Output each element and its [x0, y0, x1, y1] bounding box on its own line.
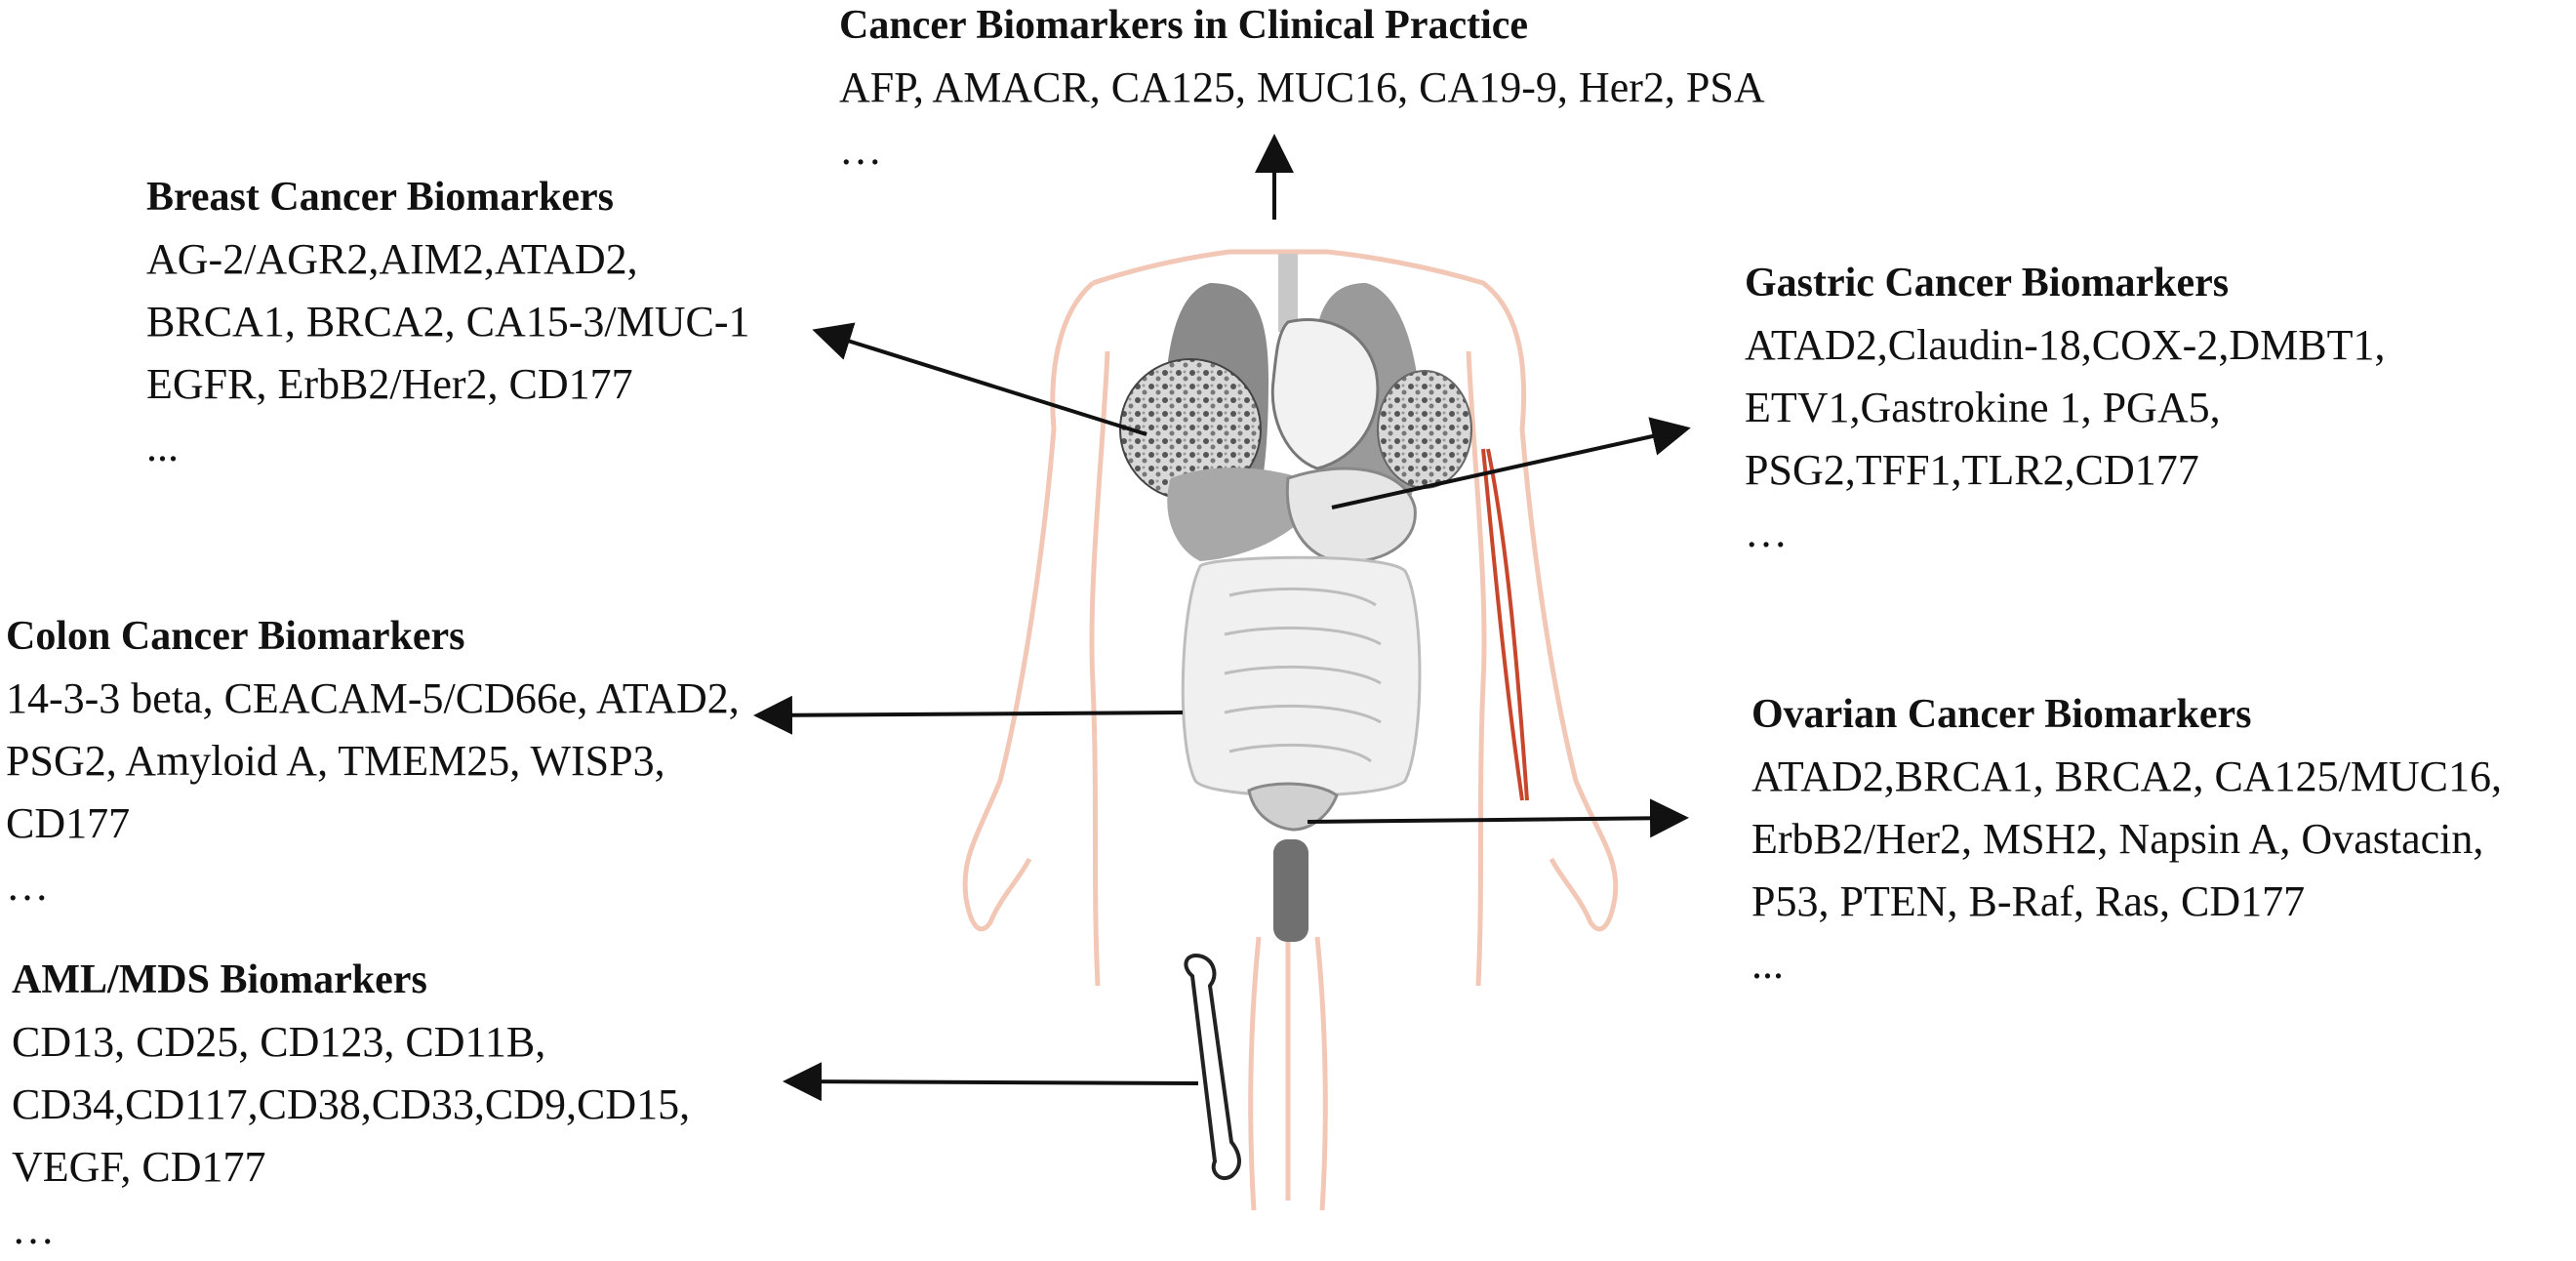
femur-bone [1184, 954, 1241, 1181]
arrow-colon [753, 695, 1184, 735]
clinical-line: AFP, AMACR, CA125, MUC16, CA19-9, Her2, … [839, 63, 1765, 111]
ovarian-line: ... [1751, 940, 1784, 988]
aml-line: CD34,CD117,CD38,CD33,CD9,CD15, [12, 1080, 691, 1128]
colon-line: … [6, 862, 49, 910]
breast-title: Breast Cancer Biomarkers [146, 175, 615, 220]
colon-line: PSG2, Amyloid A, TMEM25, WISP3, [6, 737, 665, 785]
breast-biomarkers-block: Breast Cancer Biomarkers AG-2/AGR2,AIM2,… [146, 166, 750, 478]
stomach [1285, 467, 1417, 564]
gastric-title: Gastric Cancer Biomarkers [1745, 261, 2230, 305]
ovarian-title: Ovarian Cancer Biomarkers [1751, 692, 2252, 737]
arrow-ovarian [1307, 798, 1689, 838]
gastric-line: ETV1,Gastrokine 1, PGA5, [1745, 384, 2221, 431]
heart [1270, 317, 1380, 470]
clinical-line: … [839, 126, 882, 174]
clinical-title: Cancer Biomarkers in Clinical Practice [839, 3, 1529, 48]
colon-line: CD177 [6, 799, 131, 847]
arrow-breast [812, 322, 1147, 436]
colon-title: Colon Cancer Biomarkers [6, 614, 465, 659]
arrows [753, 134, 1691, 1102]
ovarian-line: ErbB2/Her2, MSH2, Napsin A, Ovastacin, [1751, 815, 2484, 863]
aml-title: AML/MDS Biomarkers [12, 957, 427, 1002]
colon-biomarkers-block: Colon Cancer Biomarkers 14-3-3 beta, CEA… [6, 605, 740, 917]
anatomy-figure [753, 134, 1691, 1211]
ovarian-line: ATAD2,BRCA1, BRCA2, CA125/MUC16, [1751, 753, 2503, 800]
aml-line: VEGF, CD177 [12, 1143, 266, 1191]
clinical-biomarkers-block: Cancer Biomarkers in Clinical Practice A… [839, 0, 1765, 182]
ovarian-biomarkers-block: Ovarian Cancer Biomarkers ATAD2,BRCA1, B… [1751, 683, 2502, 996]
breast-line: ... [146, 423, 179, 470]
aml-biomarkers-block: AML/MDS Biomarkers CD13, CD25, CD123, CD… [12, 949, 690, 1261]
arrow-gastric [1331, 417, 1691, 509]
breast-line: EGFR, ErbB2/Her2, CD177 [146, 360, 633, 408]
breast-line: BRCA1, BRCA2, CA15-3/MUC-1 [146, 298, 750, 346]
gastric-biomarkers-block: Gastric Cancer Biomarkers ATAD2,Claudin-… [1745, 252, 2385, 564]
colon-line: 14-3-3 beta, CEACAM-5/CD66e, ATAD2, [6, 674, 740, 722]
arm-muscle [1481, 448, 1529, 801]
ovarian-line: P53, PTEN, B-Raf, Ras, CD177 [1751, 877, 2306, 925]
body-silhouette [962, 249, 1619, 1211]
intestines [1181, 555, 1422, 797]
aml-line: … [12, 1205, 55, 1253]
breast-tissue-right [1377, 370, 1472, 489]
gastric-line: … [1745, 508, 1788, 556]
gastric-line: PSG2,TFF1,TLR2,CD177 [1745, 446, 2199, 494]
pelvic-organs [1247, 782, 1339, 942]
gastric-line: ATAD2,Claudin-18,COX-2,DMBT1, [1745, 321, 2386, 369]
arrow-aml [783, 1062, 1199, 1102]
aml-line: CD13, CD25, CD123, CD11B, [12, 1018, 546, 1066]
breast-line: AG-2/AGR2,AIM2,ATAD2, [146, 235, 638, 283]
